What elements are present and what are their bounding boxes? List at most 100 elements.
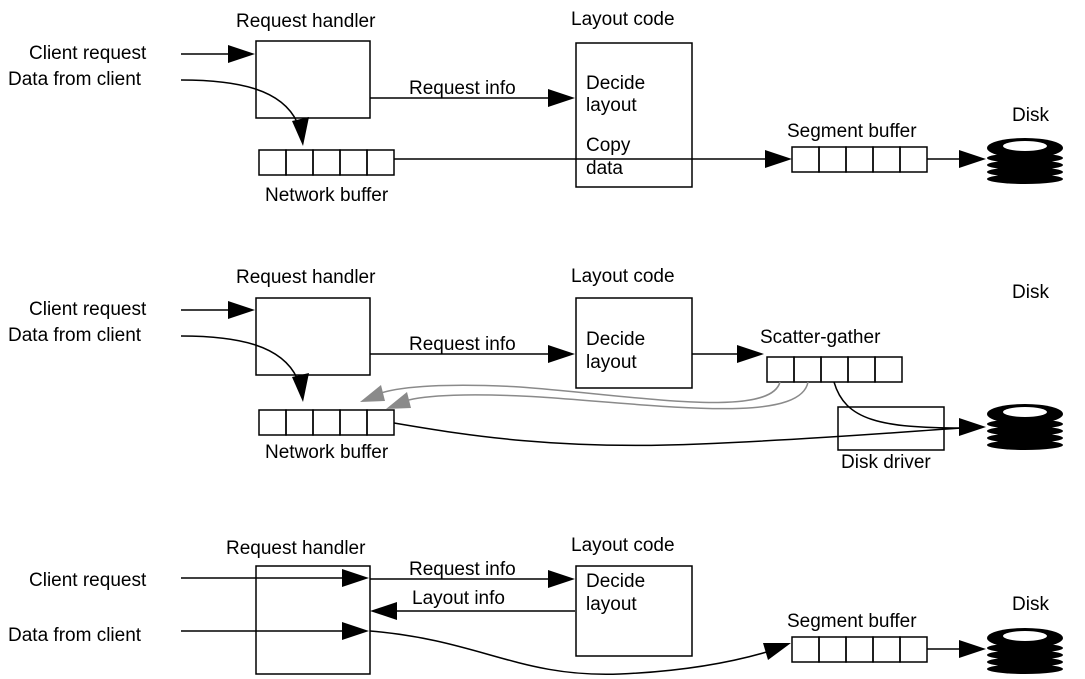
request-handler-box bbox=[255, 297, 371, 376]
arrowhead bbox=[959, 150, 986, 168]
arrowhead bbox=[548, 345, 575, 363]
buffer-cell bbox=[791, 146, 820, 173]
disk-label: Disk bbox=[1012, 594, 1049, 615]
buffer-cell bbox=[285, 149, 314, 176]
disk-label: Disk bbox=[1012, 105, 1049, 126]
disk-driver-label: Disk driver bbox=[841, 452, 931, 473]
segment-buffer-label: Segment buffer bbox=[787, 611, 917, 632]
segment-buffer bbox=[791, 146, 928, 173]
layout-code-box bbox=[575, 42, 693, 188]
layout-info-label: Layout info bbox=[412, 588, 505, 609]
copy-label: Copy bbox=[586, 135, 631, 156]
buffer-cell bbox=[818, 146, 847, 173]
request-info-label: Request info bbox=[409, 78, 516, 99]
disk-icon bbox=[987, 138, 1063, 184]
arrowhead bbox=[959, 418, 986, 436]
client-request-label: Client request bbox=[29, 299, 147, 320]
scatter-gather-label: Scatter-gather bbox=[760, 327, 881, 348]
layout-code-label: Layout code bbox=[571, 535, 675, 556]
arrowhead bbox=[548, 570, 575, 588]
arrowhead bbox=[342, 569, 369, 587]
panel-2: Request handler Layout code Client reque… bbox=[8, 266, 1063, 473]
scatter-pointer-arrow bbox=[377, 381, 781, 404]
disk-icon bbox=[987, 628, 1063, 674]
layout-code-box bbox=[575, 565, 693, 657]
buffer-cell bbox=[339, 409, 368, 436]
request-handler-label: Request handler bbox=[226, 538, 366, 559]
data-label: data bbox=[586, 158, 623, 179]
buffer-cell bbox=[312, 409, 341, 436]
disk-driver-box bbox=[837, 406, 945, 451]
buffer-cell bbox=[766, 356, 795, 383]
layout-label: layout bbox=[586, 352, 637, 373]
data-from-client-label: Data from client bbox=[8, 325, 142, 346]
buffer-cell bbox=[847, 356, 876, 383]
decide-label: Decide bbox=[586, 329, 645, 350]
panel-3: Request handler Layout code Client reque… bbox=[8, 535, 1063, 676]
arrowhead bbox=[370, 602, 397, 620]
buffer-cell bbox=[339, 149, 368, 176]
arrowhead bbox=[228, 45, 255, 63]
data-from-client-label: Data from client bbox=[8, 69, 142, 90]
arrowhead bbox=[342, 622, 369, 640]
arrowhead bbox=[386, 392, 411, 409]
decide-label: Decide bbox=[586, 571, 645, 592]
arrowhead bbox=[548, 89, 575, 107]
handler-to-segment-arrow bbox=[369, 630, 771, 676]
buffer-cell bbox=[874, 356, 903, 383]
arrowhead bbox=[737, 345, 764, 363]
buffer-cell bbox=[258, 409, 287, 436]
client-request-label: Client request bbox=[29, 43, 147, 64]
network-buffer-label: Network buffer bbox=[265, 185, 389, 206]
network-buffer-label: Network buffer bbox=[265, 442, 389, 463]
client-request-label: Client request bbox=[29, 570, 147, 591]
network-buffer bbox=[258, 409, 395, 436]
buffer-cell bbox=[820, 356, 849, 383]
segment-buffer bbox=[791, 636, 928, 663]
buffer-cell bbox=[899, 636, 928, 663]
buffer-to-disk-arrow bbox=[393, 422, 963, 447]
disk-label: Disk bbox=[1012, 282, 1049, 303]
layout-code-box bbox=[575, 297, 693, 389]
buffer-cell bbox=[258, 149, 287, 176]
request-handler-box bbox=[255, 40, 371, 119]
buffer-cell bbox=[312, 149, 341, 176]
buffer-cell bbox=[845, 146, 874, 173]
scatter-gather-list bbox=[766, 356, 903, 383]
arrowhead bbox=[292, 373, 309, 402]
data-from-client-arrow bbox=[180, 335, 298, 379]
layout-label: layout bbox=[586, 594, 637, 615]
arrowhead bbox=[765, 150, 792, 168]
buffer-cell bbox=[899, 146, 928, 173]
arrowhead bbox=[360, 385, 385, 402]
request-handler-box bbox=[255, 565, 371, 675]
disk-icon bbox=[987, 404, 1063, 450]
network-buffer bbox=[258, 149, 395, 176]
request-handler-label: Request handler bbox=[236, 11, 376, 32]
buffer-cell bbox=[366, 149, 395, 176]
buffer-cell bbox=[872, 636, 901, 663]
layout-label: layout bbox=[586, 95, 637, 116]
arrowhead bbox=[292, 117, 309, 146]
buffer-cell bbox=[845, 636, 874, 663]
scatter-pointer-arrow bbox=[404, 381, 809, 410]
buffer-cell bbox=[285, 409, 314, 436]
panel-1: Request handler Layout code Client reque… bbox=[8, 9, 1063, 206]
request-handler-label: Request handler bbox=[236, 267, 376, 288]
buffer-cell bbox=[793, 356, 822, 383]
decide-label: Decide bbox=[586, 73, 645, 94]
buffer-cell bbox=[818, 636, 847, 663]
data-from-client-arrow bbox=[180, 79, 298, 123]
data-from-client-label: Data from client bbox=[8, 625, 142, 646]
layout-code-label: Layout code bbox=[571, 266, 675, 287]
buffer-cell bbox=[872, 146, 901, 173]
scatter-to-disk-arrow bbox=[833, 381, 963, 429]
layout-code-label: Layout code bbox=[571, 9, 675, 30]
arrowhead bbox=[763, 643, 791, 660]
buffer-cell bbox=[791, 636, 820, 663]
buffer-cell bbox=[366, 409, 395, 436]
request-info-label: Request info bbox=[409, 334, 516, 355]
segment-buffer-label: Segment buffer bbox=[787, 121, 917, 142]
arrowhead bbox=[228, 301, 255, 319]
